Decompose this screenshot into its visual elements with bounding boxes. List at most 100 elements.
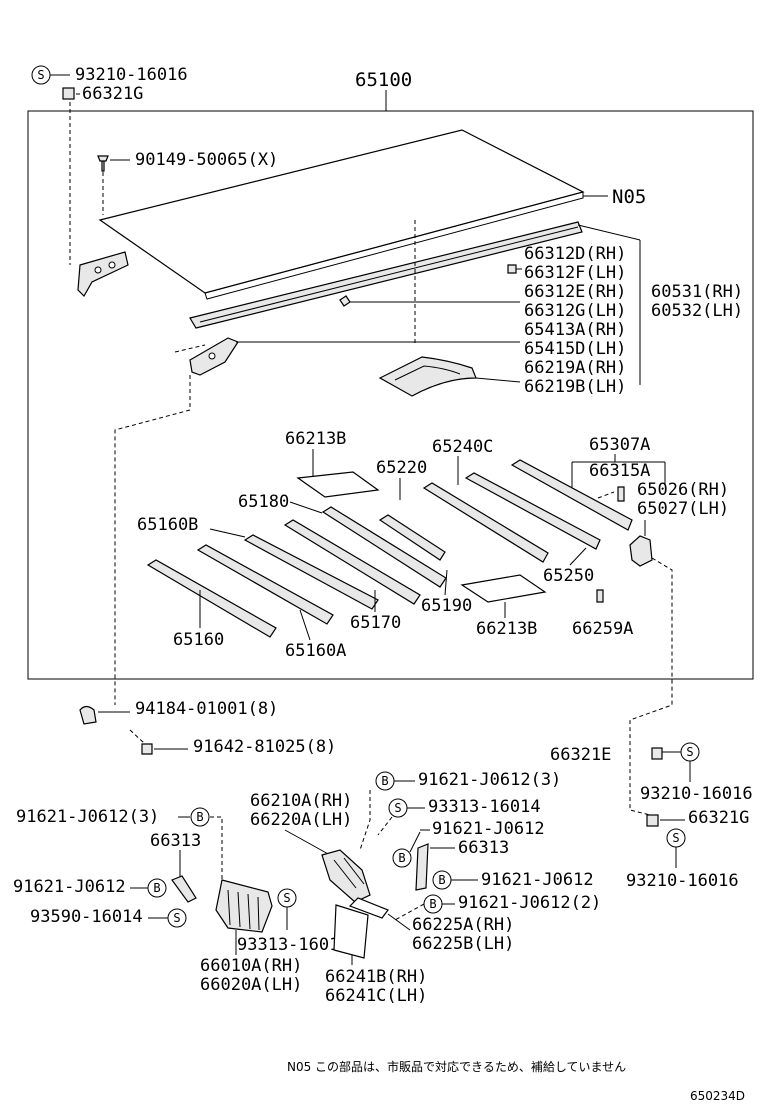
s-marker: S — [394, 801, 401, 815]
label-65220: 65220 — [376, 458, 427, 478]
pad-bottom — [460, 574, 547, 603]
label-90149-50065: 90149-50065(X) — [135, 150, 278, 170]
label-91621-J0612-2: 91621-J0612(2) — [458, 893, 601, 913]
hinge-bracket — [77, 251, 129, 297]
label-60531: 60531(RH) — [651, 282, 743, 302]
label-66225A: 66225A(RH) — [412, 915, 514, 935]
b-marker: B — [196, 810, 203, 824]
label-65170: 65170 — [350, 613, 401, 633]
plate-66225 — [348, 897, 389, 919]
plate-66241 — [333, 904, 369, 959]
slat-65160B — [243, 534, 379, 610]
label-N05: N05 — [612, 186, 646, 208]
step-cover — [215, 879, 273, 933]
label-66312E: 66312E(RH) — [524, 282, 626, 302]
label-66315A: 66315A — [589, 461, 650, 481]
slat-65307A — [510, 459, 633, 531]
label-66321G: 66321G — [82, 84, 143, 104]
label-66312G: 66312G(LH) — [524, 301, 626, 321]
label-93590-16014: 93590-16014 — [30, 907, 143, 927]
label-66241C: 66241C(LH) — [325, 986, 427, 1006]
b-marker-icon — [147, 878, 167, 898]
label-65026: 65026(RH) — [637, 480, 729, 500]
s-marker: S — [686, 745, 693, 759]
label-66225B: 66225B(LH) — [412, 934, 514, 954]
label-91621-J0612-3-left: 91621-J0612(3) — [16, 807, 159, 827]
nut-66321E-icon — [651, 747, 663, 760]
nut-icon — [62, 87, 75, 100]
label-66313-left: 66313 — [150, 831, 201, 851]
slat-65170 — [283, 519, 421, 605]
slat-65190 — [378, 514, 446, 561]
s-marker: S — [37, 68, 44, 82]
label-91642-81025: 91642-81025(8) — [193, 737, 336, 757]
slat-65160 — [146, 559, 277, 638]
label-93210-16016-c: 93210-16016 — [626, 871, 739, 891]
label-65100: 65100 — [355, 69, 412, 91]
clip-g-icon — [339, 295, 351, 307]
label-65160: 65160 — [173, 630, 224, 650]
label-65190: 65190 — [421, 596, 472, 616]
footnote: N05 この部品は、市販品で対応できるため、補給していません — [287, 1059, 626, 1074]
s-marker: S — [672, 831, 679, 845]
label-66312F: 66312F(LH) — [524, 263, 626, 283]
label-93210-16016: 93210-16016 — [75, 65, 188, 85]
label-66219B: 66219B(LH) — [524, 377, 626, 397]
corner-tray — [378, 356, 477, 397]
b-marker: B — [398, 851, 405, 865]
label-65307A: 65307A — [589, 435, 650, 455]
label-65027: 65027(LH) — [637, 499, 729, 519]
b-marker-icon — [190, 807, 210, 827]
label-65160B: 65160B — [137, 515, 198, 535]
label-66213B-bottom: 66213B — [476, 619, 537, 639]
label-65413A: 65413A(RH) — [524, 320, 626, 340]
label-91621-J0612-3: 91621-J0612(3) — [418, 770, 561, 790]
b-marker: B — [429, 897, 436, 911]
label-91621-J0612-c: 91621-J0612 — [481, 870, 594, 890]
plug-icon — [596, 589, 604, 603]
label-66220A: 66220A(LH) — [250, 810, 352, 830]
label-91621-J0612-a: 91621-J0612 — [432, 819, 545, 839]
label-94184-01001: 94184-01001(8) — [135, 699, 278, 719]
screw-icon — [97, 155, 109, 172]
label-66313-right: 66313 — [458, 838, 509, 858]
assembly-frame — [27, 110, 754, 680]
bracket-66313-left — [171, 875, 197, 903]
pad-top — [296, 471, 380, 498]
slat-65240C — [464, 472, 601, 550]
screw-91642-icon — [141, 743, 153, 755]
b-marker: B — [381, 774, 388, 788]
diagram-code: 650234D — [690, 1089, 745, 1103]
label-93313-16014: 93313-16014 — [428, 797, 541, 817]
s-marker: S — [173, 911, 180, 925]
label-65250: 65250 — [543, 566, 594, 586]
label-66321G-b: 66321G — [688, 808, 749, 828]
label-65415D: 65415D(LH) — [524, 339, 626, 359]
pin-icon — [617, 486, 625, 502]
slat-65160A — [196, 544, 334, 625]
bracket-66313-right — [415, 843, 429, 891]
slat-65220 — [422, 482, 549, 563]
label-66213B-top: 66213B — [285, 429, 346, 449]
label-66010A: 66010A(RH) — [200, 956, 302, 976]
label-66020A: 66020A(LH) — [200, 975, 302, 995]
s-marker: S — [283, 891, 290, 905]
label-66312D: 66312D(RH) — [524, 244, 626, 264]
label-66321E: 66321E — [550, 745, 611, 765]
label-65240C: 65240C — [432, 437, 493, 457]
label-65160A: 65160A — [285, 641, 346, 661]
b-marker-icon — [392, 848, 412, 868]
b-marker: B — [153, 881, 160, 895]
clip-94184-icon — [79, 705, 97, 725]
label-93210-16016-b: 93210-16016 — [640, 784, 753, 804]
nut-66321G-icon — [646, 814, 659, 827]
s-marker-icon — [167, 908, 187, 928]
label-66219A: 66219A(RH) — [524, 358, 626, 378]
label-66259A: 66259A — [572, 619, 633, 639]
label-93313-16014-b: 93313-16014 — [237, 935, 350, 955]
b-marker: B — [438, 873, 445, 887]
label-91621-J0612-left: 91621-J0612 — [13, 877, 126, 897]
side-bracket — [629, 535, 653, 567]
label-60532: 60532(LH) — [651, 301, 743, 321]
